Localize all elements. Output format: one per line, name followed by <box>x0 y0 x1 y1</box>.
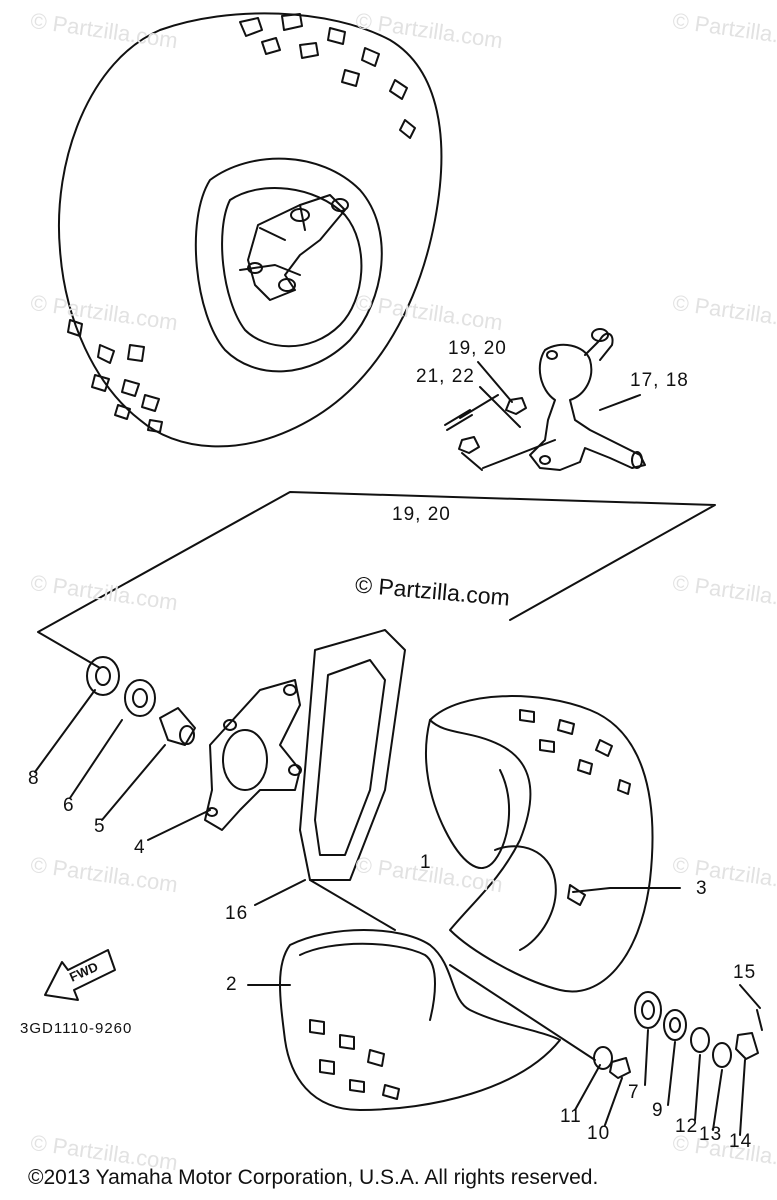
callout-16: 16 <box>225 903 249 924</box>
callout-6: 6 <box>63 795 75 816</box>
fwd-arrow: FWD <box>44 949 116 1001</box>
callout-11: 11 <box>560 1106 582 1127</box>
diagram-code: 3GD1110-9260 <box>20 1020 133 1037</box>
bearing-stack <box>34 656 211 841</box>
callout-21-22: 21, 22 <box>416 366 475 387</box>
callout-5: 5 <box>94 816 106 837</box>
rim-outer-half <box>424 695 654 993</box>
callout-15: 15 <box>733 962 757 983</box>
assembly-boundary <box>37 491 716 669</box>
callout-13: 13 <box>699 1124 723 1145</box>
fwd-label: FWD <box>67 959 100 985</box>
callout-3: 3 <box>696 878 708 899</box>
rim-inner-half <box>247 929 596 1111</box>
callout-10: 10 <box>587 1123 611 1144</box>
callout-2: 2 <box>226 974 238 995</box>
callout-8: 8 <box>28 768 40 789</box>
callout-1: 1 <box>420 852 432 873</box>
hub-gasket <box>254 629 406 931</box>
assembled-wheel <box>58 12 443 448</box>
callout-14: 14 <box>729 1131 753 1152</box>
callout-17-18: 17, 18 <box>630 370 689 391</box>
steering-knuckle <box>444 328 646 471</box>
callout-12: 12 <box>675 1116 699 1137</box>
valve-stem <box>572 887 681 893</box>
callout-19-20-top: 19, 20 <box>448 338 507 359</box>
callout-9: 9 <box>652 1100 664 1121</box>
callout-19-20-bottom: 19, 20 <box>392 504 451 525</box>
callout-4: 4 <box>134 837 146 858</box>
copyright-notice: ©2013 Yamaha Motor Corporation, U.S.A. A… <box>28 1166 599 1189</box>
wheel-hub <box>204 679 302 831</box>
callout-7: 7 <box>628 1082 640 1103</box>
fastener-row <box>574 984 763 1136</box>
